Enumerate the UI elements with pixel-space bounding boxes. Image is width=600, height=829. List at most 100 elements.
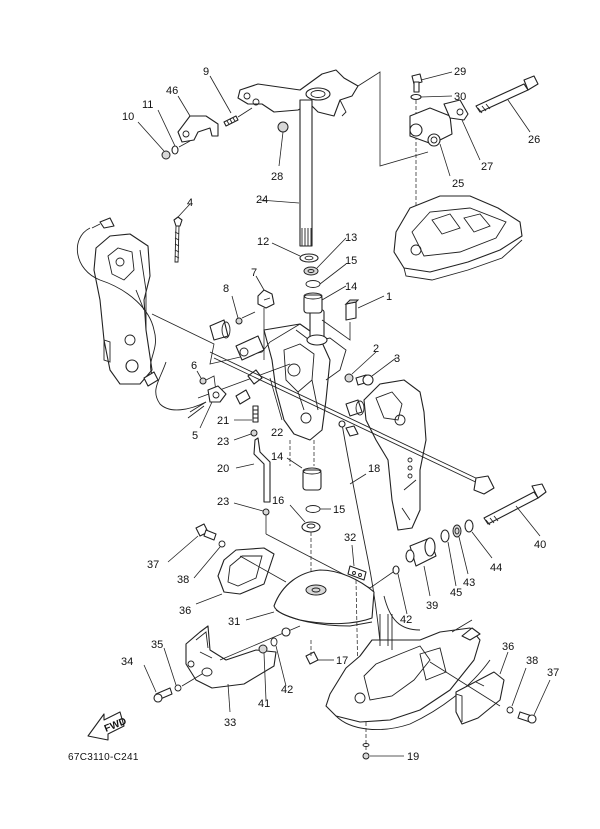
left-clamp-bracket: [93, 233, 153, 385]
callout-13: 13: [345, 232, 357, 244]
washer-45: [440, 529, 457, 587]
callout-37-right: 37: [547, 667, 559, 679]
callout-40: 40: [534, 539, 546, 551]
washer-42-lower: [270, 637, 287, 687]
callout-42-upper: 42: [400, 614, 412, 626]
lower-casing: [325, 595, 491, 730]
callout-44: 44: [490, 562, 502, 574]
nut-41: [258, 644, 268, 701]
bolt-37-right: [517, 679, 551, 724]
callout-1: 1: [386, 291, 392, 303]
callout-23-upper: 23: [217, 436, 229, 448]
callout-46: 46: [166, 85, 178, 97]
callout-23-lower: 23: [217, 496, 229, 508]
bolt-37-left: [167, 523, 217, 563]
callout-15-lower: 15: [333, 504, 345, 516]
callout-30: 30: [454, 91, 466, 103]
right-clamp-bracket: [363, 379, 427, 531]
callout-34: 34: [121, 656, 133, 668]
callout-24: 24: [256, 194, 268, 206]
callout-3: 3: [394, 353, 400, 365]
washer-38-right: [506, 667, 527, 714]
callout-45: 45: [450, 587, 462, 599]
drawing-code: 67C3110-C241: [68, 752, 139, 763]
callout-25: 25: [452, 178, 464, 190]
block-25: [409, 107, 453, 177]
clamp-7: [255, 275, 275, 360]
steering-arm: [237, 69, 359, 117]
callout-16: 16: [272, 495, 284, 507]
pad-1: [321, 295, 385, 341]
cover-36-right: [429, 651, 509, 725]
callout-12: 12: [257, 236, 269, 248]
spring-21: [234, 405, 259, 423]
o-ring-15-lower: [305, 505, 331, 513]
callout-38-right: 38: [526, 655, 538, 667]
grommet: [209, 319, 231, 341]
callout-10: 10: [122, 111, 134, 123]
bushing-14: [303, 285, 347, 314]
washer-43: [452, 524, 469, 575]
hose-20: [235, 437, 271, 503]
bolt-40: [483, 483, 547, 537]
plate-31: [245, 569, 397, 627]
callout-28: 28: [271, 171, 283, 183]
callout-39: 39: [426, 600, 438, 612]
callout-11: 11: [142, 99, 153, 111]
callout-41: 41: [258, 698, 270, 710]
washer-44: [464, 519, 493, 559]
bottom-cowling: [393, 195, 523, 281]
bearing-13: [303, 237, 347, 276]
bushing-14-lower: [286, 457, 322, 491]
steering-shaft: [259, 99, 313, 247]
callout-17: 17: [336, 655, 348, 667]
bracket-46: [177, 95, 219, 143]
callout-42-lower: 42: [281, 684, 293, 696]
tube-link: [235, 335, 265, 361]
callout-22: 22: [271, 427, 283, 439]
callout-36-left: 36: [179, 605, 191, 617]
wire-harness: [76, 217, 207, 411]
nut-28: [277, 121, 289, 167]
washer-2: [344, 351, 377, 383]
callout-21: 21: [217, 415, 229, 427]
cover-33: [185, 625, 301, 713]
bolt-26: [475, 75, 539, 133]
o-ring-15: [305, 263, 347, 288]
screw-4: [173, 203, 191, 263]
callout-5: 5: [192, 430, 198, 442]
callout-20: 20: [217, 463, 229, 475]
plate-27: [443, 99, 481, 161]
screw-8: [231, 295, 256, 325]
screw-19: [362, 722, 404, 760]
connector-5: [187, 385, 227, 429]
cover-36-left: [195, 547, 287, 605]
callout-43: 43: [463, 577, 475, 589]
washer-12: [271, 242, 319, 263]
washer-35: [163, 647, 203, 692]
swivel-bracket: [263, 323, 347, 466]
clip-23-top: [233, 429, 258, 441]
bolt-34: [143, 664, 173, 703]
callout-27: 27: [481, 161, 493, 173]
grommet-32: [347, 544, 367, 681]
callout-14-upper: 14: [345, 281, 357, 293]
callout-36-right: 36: [502, 641, 514, 653]
fwd-arrow-icon: FWD: [87, 711, 128, 741]
callout-9: 9: [203, 66, 209, 78]
callout-33: 33: [224, 717, 236, 729]
washer-42-upper: [392, 565, 408, 615]
bolt-29: [411, 71, 453, 93]
callout-6: 6: [191, 360, 197, 372]
callout-37-left: 37: [147, 559, 159, 571]
spring-9: [209, 75, 253, 127]
tilt-tube: [209, 351, 495, 495]
bolt-3: [355, 357, 397, 386]
callout-2: 2: [373, 343, 379, 355]
callout-26: 26: [528, 134, 540, 146]
callout-labels: 1 2 3 4 5 6 7 8 9 10 11 12 13 14 14 15 1…: [121, 66, 559, 763]
nut-10: [137, 121, 171, 160]
callout-35: 35: [151, 639, 163, 651]
callout-15-upper: 15: [345, 255, 357, 267]
